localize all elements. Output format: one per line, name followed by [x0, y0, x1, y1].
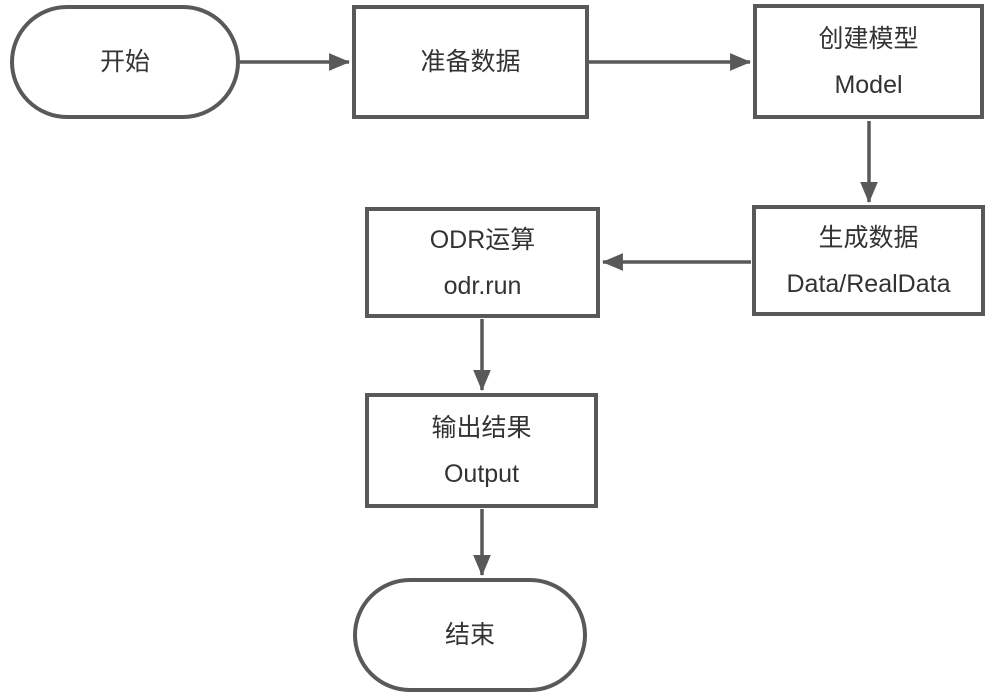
node-output-result-subtitle: Output — [443, 459, 520, 488]
node-odr-run-title: ODR运算 — [429, 225, 536, 254]
node-create-model-title: 创建模型 — [818, 24, 919, 53]
node-output-result-title: 输出结果 — [431, 413, 532, 442]
node-create-model: 创建模型 Model — [753, 4, 984, 119]
node-end-title: 结束 — [444, 621, 495, 649]
node-start: 开始 — [10, 5, 240, 119]
node-odr-run-subtitle: odr.run — [443, 271, 522, 300]
node-create-model-subtitle: Model — [834, 70, 903, 99]
node-start-title: 开始 — [99, 48, 150, 76]
node-generate-data: 生成数据 Data/RealData — [752, 205, 985, 316]
node-generate-data-title: 生成数据 — [818, 223, 919, 252]
node-generate-data-subtitle: Data/RealData — [786, 269, 951, 298]
node-output-result: 输出结果 Output — [365, 393, 598, 508]
node-odr-run: ODR运算 odr.run — [365, 207, 600, 318]
node-end: 结束 — [353, 578, 587, 692]
node-prepare-data-title: 准备数据 — [420, 48, 521, 76]
node-prepare-data: 准备数据 — [352, 5, 589, 119]
